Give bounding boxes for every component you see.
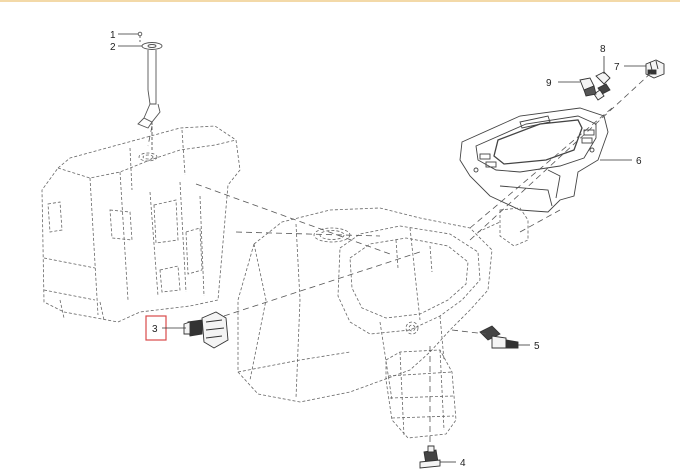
sensor-part-4[interactable] bbox=[419, 445, 441, 469]
callout-6-label: 6 bbox=[636, 156, 642, 167]
ignition-switch-part-3[interactable] bbox=[183, 311, 229, 349]
front-cowl[interactable] bbox=[237, 207, 493, 403]
callout-5[interactable]: 5 bbox=[518, 341, 540, 352]
callout-8[interactable]: 8 bbox=[600, 44, 606, 74]
callout-4[interactable]: 4 bbox=[440, 458, 466, 469]
instrument-cluster[interactable] bbox=[459, 107, 609, 213]
callout-7-label: 7 bbox=[614, 62, 620, 73]
callout-3-label: 3 bbox=[152, 324, 158, 335]
assembly-guide-lines bbox=[147, 71, 653, 446]
callout-5-label: 5 bbox=[534, 341, 540, 352]
callout-8-label: 8 bbox=[600, 44, 606, 55]
callout-7[interactable]: 7 bbox=[614, 62, 646, 73]
pressure-switch-part-5[interactable] bbox=[479, 325, 519, 349]
callout-3[interactable]: 3 bbox=[145, 315, 186, 341]
steering-column-bracket[interactable] bbox=[385, 207, 529, 439]
callout-6[interactable]: 6 bbox=[600, 156, 642, 167]
callout-2-label: 2 bbox=[110, 42, 116, 53]
callout-2[interactable]: 2 bbox=[110, 42, 142, 53]
callout-4-label: 4 bbox=[460, 458, 466, 469]
fuel-sender-assembly[interactable] bbox=[137, 31, 163, 150]
callout-1-label: 1 bbox=[110, 30, 116, 41]
bulb-part-9[interactable] bbox=[579, 77, 597, 97]
fuel-tank[interactable] bbox=[41, 125, 241, 323]
callout-9-label: 9 bbox=[546, 78, 552, 89]
callout-9[interactable]: 9 bbox=[546, 78, 580, 89]
bulb-holder-part-8[interactable] bbox=[593, 71, 611, 101]
callout-1[interactable]: 1 bbox=[110, 30, 138, 41]
callout-group: 1 2 3 4 5 6 bbox=[110, 30, 646, 469]
top-accent-bar bbox=[0, 0, 680, 2]
